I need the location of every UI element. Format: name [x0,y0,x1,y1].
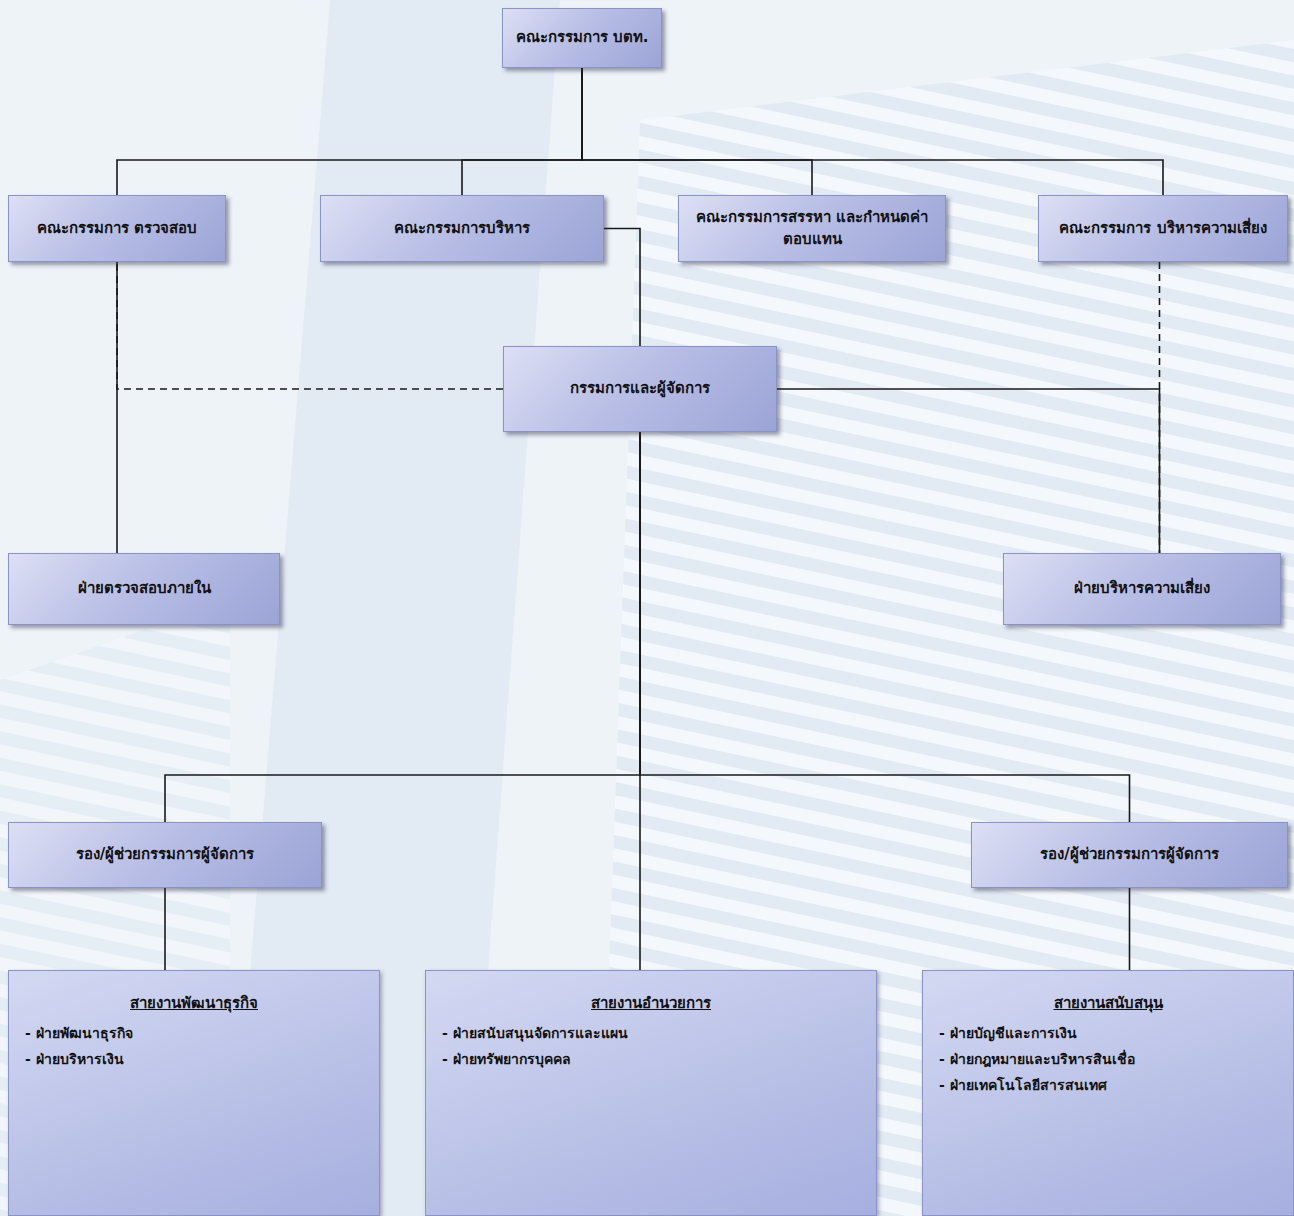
department-item: - ฝ่ายทรัพยากรบุคคล [442,1049,860,1069]
reporting-line [117,68,582,195]
box-label: ฝ่ายตรวจสอบภายใน [78,578,211,600]
org-box: คณะกรรมการ ตรวจสอบ [8,195,226,262]
department-item: - ฝ่ายบริหารเงิน [25,1049,363,1069]
reporting-line [165,432,640,822]
reporting-line [164,888,166,970]
division-panel: สายงานสนับสนุน - ฝ่ายบัญชีและการเงิน - ฝ่า… [922,970,1294,1216]
reporting-line [777,389,1160,553]
box-label: รอง/ผู้ช่วยกรรมการผู้จัดการ [1040,844,1218,866]
org-box: กรรมการและผู้จัดการ [503,346,777,432]
reporting-line [604,229,640,347]
division-panel: สายงานอำนวยการ - ฝ่ายสนับสนุนจัดการและแผน… [425,970,877,1216]
org-box: คณะกรรมการ บริหารความเสี่ยง [1038,195,1288,262]
reporting-line [640,432,1130,822]
box-label: คณะกรรมการ บริหารความเสี่ยง [1059,218,1266,240]
reporting-line [1129,888,1131,970]
org-box: รอง/ผู้ช่วยกรรมการผู้จัดการ [8,822,322,888]
reporting-line [582,68,812,195]
org-box: ฝ่ายตรวจสอบภายใน [8,553,280,625]
department-item: - ฝ่ายกฎหมายและบริหารสินเชื่อ [939,1049,1277,1069]
reporting-line [462,68,582,195]
division-heading: สายงานพัฒนาธุรกิจ [25,993,363,1015]
division-panel: สายงานพัฒนาธุรกิจ - ฝ่ายพัฒนาธุรกิจ - ฝ่าย… [8,970,380,1216]
dotted-reporting-line [117,262,503,389]
box-label: คณะกรรมการสรรหา และกำหนดค่าตอบแทน [689,207,935,251]
department-item: - ฝ่ายสนับสนุนจัดการและแผน [442,1023,860,1043]
org-box: รอง/ผู้ช่วยกรรมการผู้จัดการ [971,822,1288,888]
org-box: คณะกรรมการสรรหา และกำหนดค่าตอบแทน [678,195,946,262]
org-box: คณะกรรมการบริหาร [320,195,604,262]
division-heading: สายงานอำนวยการ [442,993,860,1015]
box-label: คณะกรรมการ ตรวจสอบ [37,218,197,240]
box-label: ฝ่ายบริหารความเสี่ยง [1074,578,1210,600]
department-item: - ฝ่ายพัฒนาธุรกิจ [25,1023,363,1043]
division-heading: สายงานสนับสนุน [939,993,1277,1015]
department-item: - ฝ่ายบัญชีและการเงิน [939,1023,1277,1043]
box-label: คณะกรรมการ บตท. [516,27,649,49]
org-box: คณะกรรมการ บตท. [502,8,662,68]
org-box: ฝ่ายบริหารความเสี่ยง [1003,553,1281,625]
box-label: คณะกรรมการบริหาร [394,218,530,240]
reporting-line [116,262,118,553]
reporting-line [582,68,1163,195]
box-label: รอง/ผู้ช่วยกรรมการผู้จัดการ [76,844,254,866]
box-label: กรรมการและผู้จัดการ [570,378,710,400]
department-item: - ฝ่ายเทคโนโลยีสารสนเทศ [939,1075,1277,1095]
